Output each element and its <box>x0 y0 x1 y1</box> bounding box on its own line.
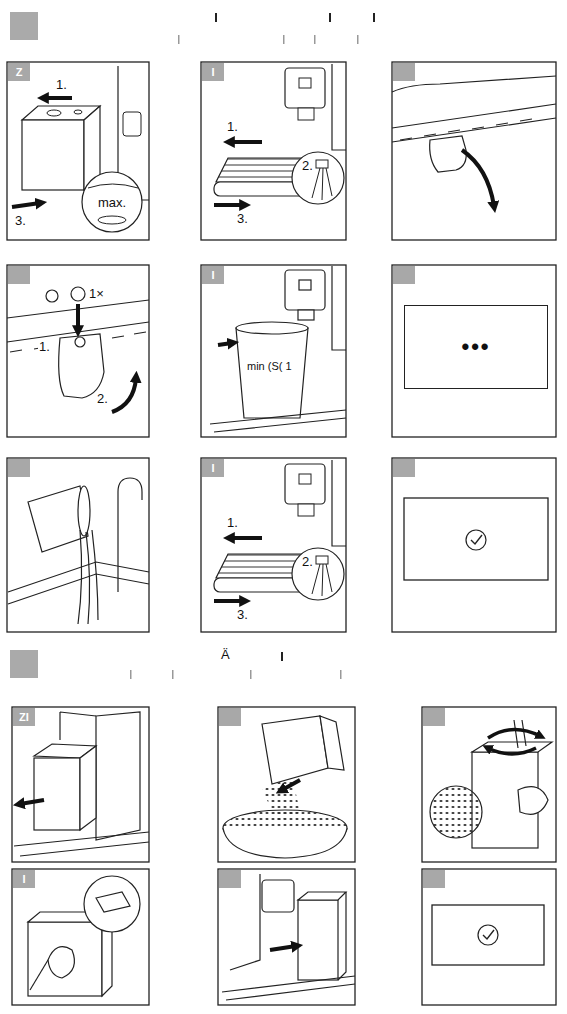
callout-label: Ä <box>220 648 231 662</box>
step-text: I <box>211 462 214 474</box>
step-text: I <box>211 269 214 281</box>
callout-label: min (S( 1 <box>246 360 293 372</box>
step-text: I <box>22 873 25 885</box>
callout-label: 1× <box>88 287 105 301</box>
callout-label: 2. <box>301 159 314 173</box>
step-text: I <box>211 66 214 78</box>
step-tab: I <box>13 870 35 888</box>
callout-label: 2. <box>301 555 314 569</box>
callout-label: 2. <box>96 392 109 406</box>
callout-label: 1. <box>226 120 239 134</box>
step-tab: I <box>202 266 224 284</box>
step-tab: I <box>202 459 224 477</box>
step-tab: I <box>202 63 224 81</box>
callout-label: 1. <box>38 340 51 354</box>
step-text: ZI <box>19 711 29 723</box>
step-tab: ZI <box>13 708 35 726</box>
callout-label: 3. <box>14 214 27 228</box>
step-text: ••• <box>461 334 490 360</box>
step-text: Z <box>16 66 23 78</box>
callout-label: 1. <box>55 78 68 92</box>
display-screen: ••• <box>404 305 548 389</box>
callout-label: 3. <box>236 608 249 622</box>
step-tab: Z <box>8 63 30 81</box>
callout-label: 1. <box>226 516 239 530</box>
callout-label: max. <box>97 196 127 210</box>
callout-label: 3. <box>236 212 249 226</box>
